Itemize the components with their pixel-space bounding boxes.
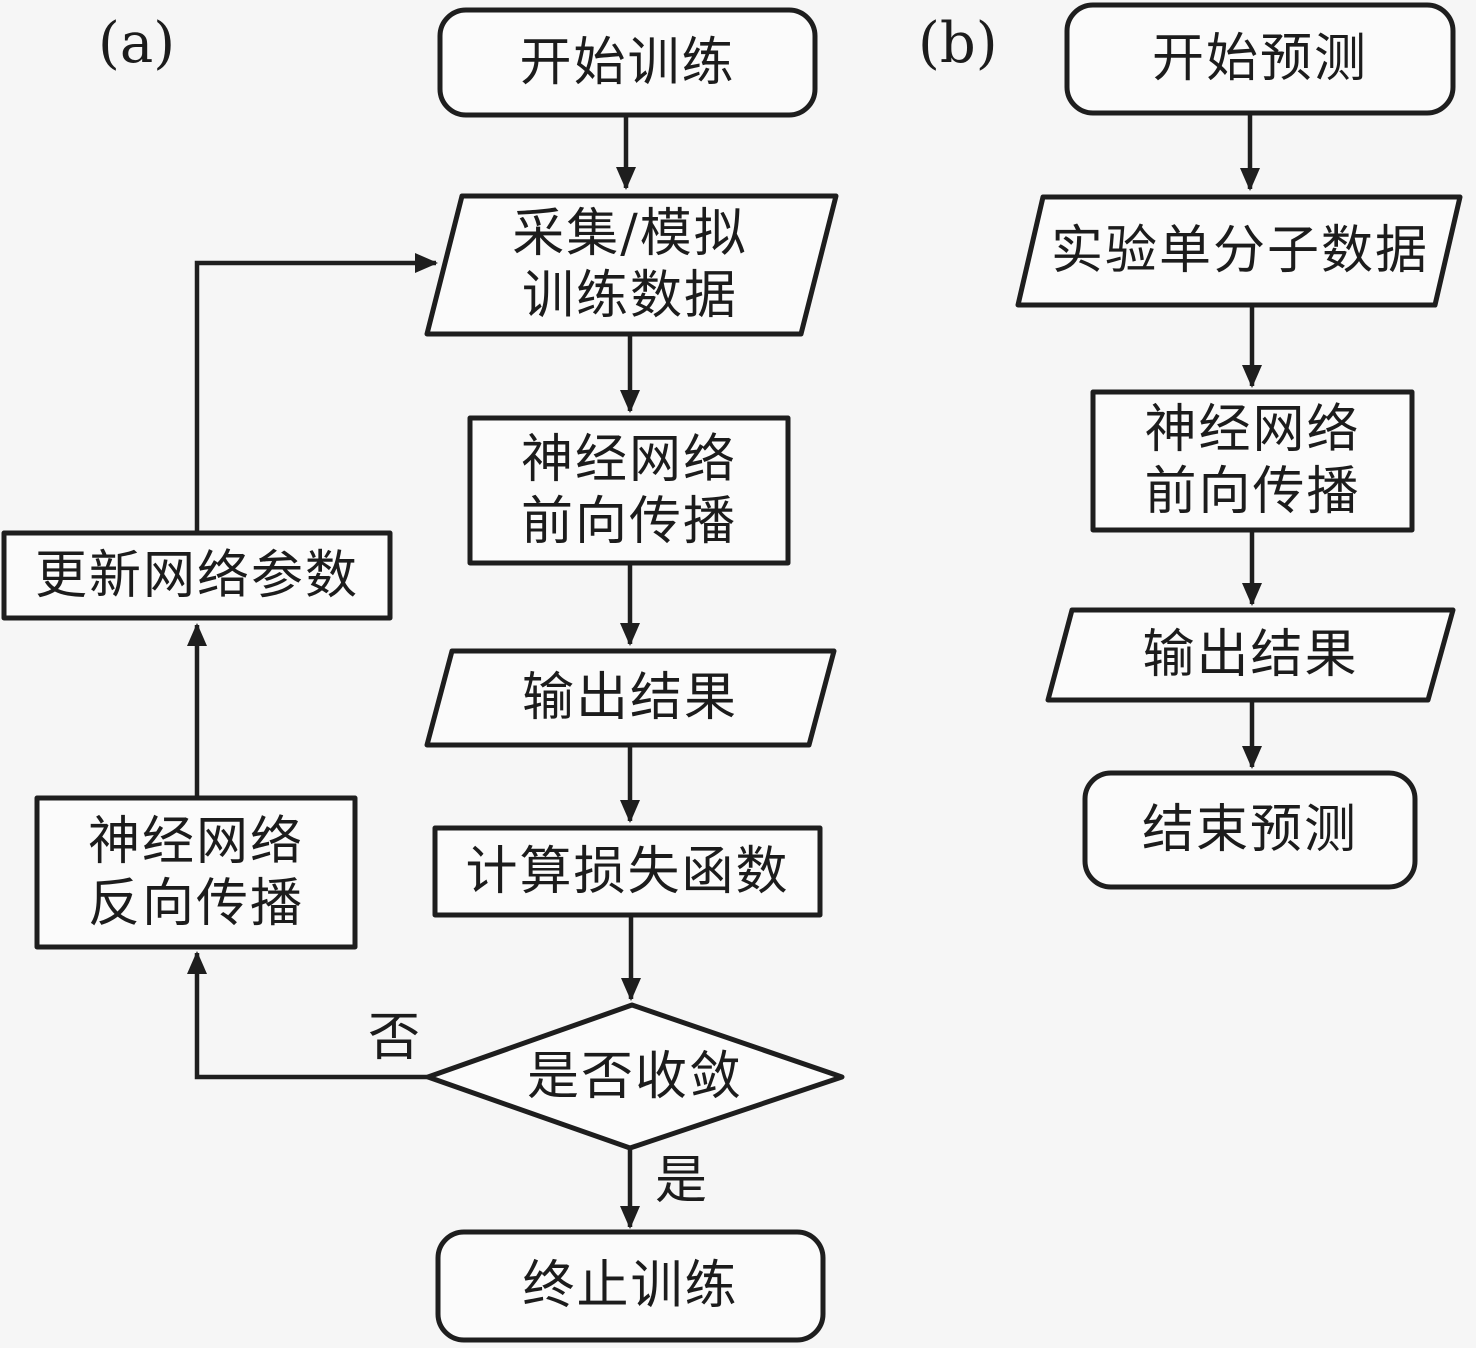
node-b-end-shape — [1082, 770, 1418, 890]
node-a-backward-shape — [34, 795, 358, 950]
node-a-collect-shape — [424, 193, 839, 337]
node-b-input-label: 实验单分子数据 — [1020, 197, 1460, 305]
edge-label-yes: 是 — [655, 1151, 708, 1211]
node-b-input-shape — [1015, 194, 1463, 308]
node-a-update-shape — [1, 530, 393, 621]
node-a-loss-label: 计算损失函数 — [435, 828, 820, 915]
edge-label-no: 否 — [368, 1008, 421, 1068]
arrow-a-update-to-collect-loop — [194, 253, 438, 533]
node-a-collect-label: 采集/模拟 训练数据 — [435, 196, 825, 334]
node-a-end-shape — [435, 1229, 826, 1343]
node-a-loss-shape — [432, 825, 823, 918]
arrow-a-decision-no-to-backward — [187, 951, 428, 1080]
node-b-start-shape — [1064, 2, 1456, 116]
node-a-collect-text-line2: 训练数据 — [521, 266, 738, 326]
panel-a-label: (a) — [98, 11, 176, 76]
node-b-input-text: 实验单分子数据 — [1050, 221, 1429, 281]
node-a-collect-text-line1: 采集/模拟 — [512, 204, 748, 264]
node-a-loss-text: 计算损失函数 — [465, 841, 790, 902]
node-a-forward-text-line2: 前向传播 — [520, 491, 737, 552]
node-a-start-label: 开始训练 — [440, 10, 815, 115]
node-b-end-label: 结束预测 — [1085, 773, 1415, 887]
node-b-forward-label: 神经网络 前向传播 — [1093, 392, 1412, 530]
node-b-output-label: 输出结果 — [1048, 610, 1453, 700]
node-b-end-text: 结束预测 — [1141, 800, 1358, 860]
node-b-start-text: 开始预测 — [1151, 29, 1368, 89]
node-a-output-label: 输出结果 — [430, 651, 830, 745]
node-a-decision-shape — [425, 1002, 845, 1151]
node-b-start-label: 开始预测 — [1067, 5, 1453, 113]
node-a-end-label: 终止训练 — [438, 1232, 823, 1340]
node-a-decision-label: 是否收敛 — [440, 1005, 830, 1148]
node-a-update-text: 更新网络参数 — [34, 545, 359, 606]
node-a-forward-text-line1: 神经网络 — [520, 429, 737, 490]
node-a-backward-label: 神经网络 反向传播 — [37, 798, 355, 947]
node-a-start-shape — [437, 7, 818, 118]
panel-b-label: (b) — [918, 11, 998, 76]
node-a-backward-text-line1: 神经网络 — [87, 811, 304, 872]
node-a-update-label: 更新网络参数 — [4, 533, 390, 618]
node-a-backward-text-line2: 反向传播 — [87, 873, 304, 934]
node-a-end-text: 终止训练 — [522, 1256, 739, 1316]
node-b-output-text: 输出结果 — [1142, 625, 1359, 685]
node-a-forward-label: 神经网络 前向传播 — [470, 418, 788, 563]
node-b-forward-text-line2: 前向传播 — [1144, 462, 1361, 522]
node-b-output-shape — [1045, 607, 1456, 703]
node-b-forward-shape — [1090, 389, 1415, 533]
node-a-start-text: 开始训练 — [519, 32, 736, 93]
node-a-forward-shape — [467, 415, 791, 566]
node-a-decision-text: 是否收敛 — [526, 1046, 743, 1107]
node-a-output-shape — [424, 648, 837, 748]
node-a-output-text: 输出结果 — [521, 668, 738, 728]
node-b-forward-text-line1: 神经网络 — [1144, 400, 1361, 460]
